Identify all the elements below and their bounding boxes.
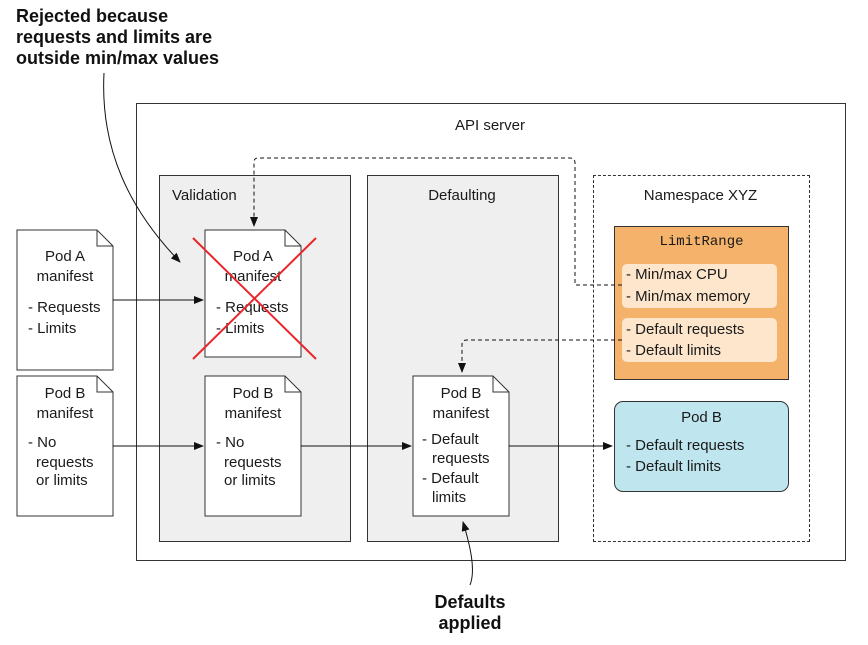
limitrange-minmax-line1: - Min/max CPU xyxy=(626,266,728,283)
validation-pod-a-title1: Pod A xyxy=(232,248,274,265)
input-pod-a-fold xyxy=(96,230,113,247)
namespace-box xyxy=(593,175,810,542)
validation-pod-b-line2: requests xyxy=(224,454,282,471)
validation-pod-a-doc xyxy=(204,229,302,358)
defaulting-pod-b-line3: - Default xyxy=(422,470,479,487)
validation-title: Validation xyxy=(172,187,237,204)
dashed-defaults-to-defaulting xyxy=(458,339,622,373)
validation-pod-b-line1: - No xyxy=(216,434,245,451)
validation-pod-b-title1: Pod B xyxy=(232,385,274,402)
limitrange-defaults-box xyxy=(622,318,777,362)
defaults-applied-callout: Defaults applied xyxy=(410,592,530,634)
input-pod-a-line1: - Requests xyxy=(28,299,101,316)
input-pod-b-line1: - No xyxy=(28,434,57,451)
defaulting-pod-b-line1: - Default xyxy=(422,431,479,448)
defaults-applied-line2: applied xyxy=(438,613,502,633)
rejected-callout-line3: outside min/max values xyxy=(16,48,220,68)
validation-pod-b-doc xyxy=(204,375,302,517)
defaulting-pod-b-title2: manifest xyxy=(432,405,490,422)
defaulting-pod-b-title1: Pod B xyxy=(440,385,482,402)
validation-pod-b-title2: manifest xyxy=(224,405,282,422)
defaulting-title: Defaulting xyxy=(428,187,496,204)
dashed-minmax-to-validation xyxy=(250,157,622,286)
input-pod-b-line3: or limits xyxy=(36,472,88,489)
defaulting-pod-b-doc xyxy=(412,375,510,517)
limitrange-defaults-line2: - Default limits xyxy=(626,342,722,359)
rejected-callout: Rejected because requests and limits are… xyxy=(16,6,256,69)
result-pod-b-box xyxy=(614,401,789,492)
input-pod-b-title2: manifest xyxy=(36,405,94,422)
defaults-applied-line1: Defaults xyxy=(434,592,506,612)
namespace-title: Namespace XYZ xyxy=(643,187,758,204)
defaulting-pod-b-fold xyxy=(492,376,509,393)
api-server-title: API server xyxy=(454,117,526,134)
result-pod-b-line2: - Default limits xyxy=(626,458,722,475)
limitrange-title: LimitRange xyxy=(659,234,744,250)
validation-pod-a-line1: - Requests xyxy=(216,299,289,316)
rejected-callout-line2: requests and limits are xyxy=(16,27,213,47)
input-pod-b-line2: requests xyxy=(36,454,94,471)
defaulting-pod-b-line4: limits xyxy=(432,489,467,506)
reject-cross-line2 xyxy=(192,237,317,360)
defaults-applied-arrow xyxy=(461,521,473,586)
result-pod-b-line1: - Default requests xyxy=(626,437,745,454)
input-pod-a-line2: - Limits xyxy=(28,320,77,337)
validation-pod-a-title2: manifest xyxy=(224,268,282,285)
rejected-callout-arrow xyxy=(103,72,181,263)
input-pod-b-fold xyxy=(96,376,113,393)
defaulting-pod-b-line2: requests xyxy=(432,450,490,467)
input-pod-a-title1: Pod A xyxy=(44,248,86,265)
input-pod-a-doc xyxy=(16,229,114,371)
input-pod-b-title1: Pod B xyxy=(44,385,86,402)
limitrange-defaults-line1: - Default requests xyxy=(626,321,745,338)
result-pod-b-title: Pod B xyxy=(681,409,722,426)
limitrange-minmax-line2: - Min/max memory xyxy=(626,288,751,305)
input-pod-a-title2: manifest xyxy=(36,268,94,285)
validation-pod-b-line3: or limits xyxy=(224,472,276,489)
validation-pod-b-fold xyxy=(284,376,301,393)
input-pod-b-doc xyxy=(16,375,114,517)
limitrange-minmax-box xyxy=(622,264,777,308)
rejected-callout-line1: Rejected because xyxy=(16,6,169,26)
validation-pod-a-fold xyxy=(284,230,301,247)
